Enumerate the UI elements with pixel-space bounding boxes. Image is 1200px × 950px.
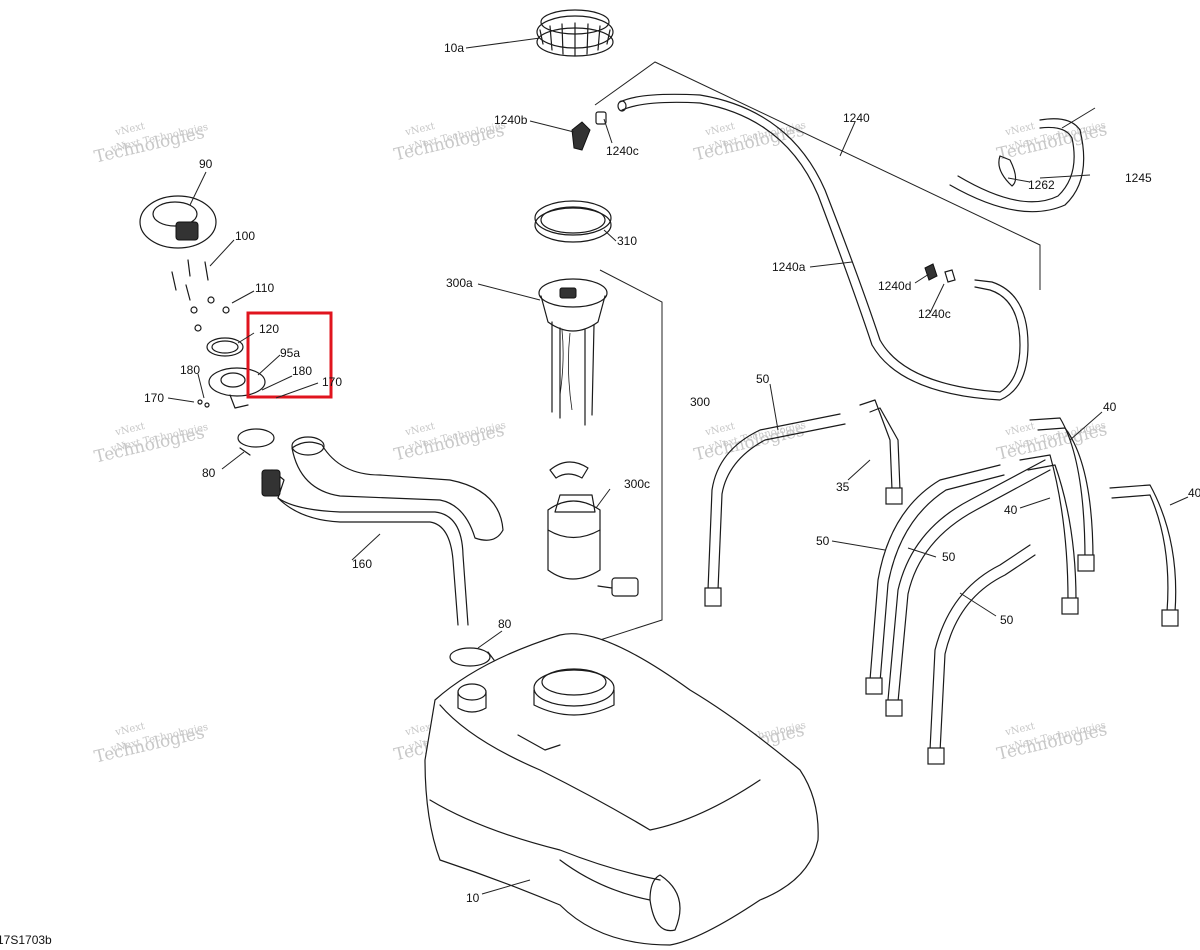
- callout-1240b: 1240b: [494, 113, 528, 127]
- vent-hose-bracket: [594, 61, 1041, 290]
- filler-hose: [261, 436, 504, 626]
- pump-assembly-bracket: [599, 269, 663, 641]
- callout-50-b: 50: [816, 534, 830, 548]
- vent-hose: [617, 93, 1029, 401]
- vent-valve-fitting: [571, 111, 607, 151]
- filler-gasket: [206, 337, 244, 357]
- callout-10a: 10a: [444, 41, 464, 55]
- filler-neck-flange: [208, 367, 266, 409]
- leader-lines: [167, 37, 1189, 895]
- callout-1240: 1240: [843, 111, 870, 125]
- callout-1262: 1262: [1028, 178, 1055, 192]
- hose-clamp-upper: [237, 428, 275, 456]
- callout-40-c: 40: [1188, 486, 1200, 500]
- watermark-group: vNext Technologies vNext Technologies: [92, 721, 209, 768]
- callout-180-a: 180: [292, 364, 312, 378]
- callout-310: 310: [617, 234, 637, 248]
- watermark-group: vNext Technologies vNext Technologies: [392, 420, 507, 465]
- vent-hose-fittings: [924, 263, 956, 283]
- callout-1240d: 1240d: [878, 279, 911, 293]
- fuel-pump-head: [538, 278, 608, 426]
- callout-170-a: 170: [322, 375, 342, 389]
- callout-1240c-low: 1240c: [918, 307, 951, 321]
- callout-1245: 1245: [1125, 171, 1152, 185]
- fuel-pump-body: [547, 461, 639, 597]
- highlight-box: [246, 311, 333, 399]
- tank-strap-50-lower: [927, 544, 1036, 765]
- callout-120: 120: [259, 322, 279, 336]
- callout-10: 10: [466, 891, 480, 905]
- tank-ring-nut: [536, 9, 614, 57]
- screws-and-washers: [171, 259, 230, 408]
- drawing-code: 17S1703b: [0, 933, 52, 947]
- callout-300a: 300a: [446, 276, 473, 290]
- hose-clamp-lower: [449, 647, 495, 667]
- tank-strap-40-b: [1109, 484, 1179, 627]
- tank-strap-middle: [865, 459, 1051, 717]
- callout-40-b: 40: [1004, 503, 1018, 517]
- tank-strap-35: [859, 399, 903, 505]
- pump-seal-ring: [534, 200, 612, 243]
- callout-95a: 95a: [280, 346, 300, 360]
- watermark-group: vNext Technologies vNext Technologies: [995, 120, 1109, 165]
- watermark-group: vNext Technologies vNext Technologies: [92, 121, 209, 168]
- fuel-tank: [424, 633, 819, 946]
- watermark-group: vNext Technologies vNext Technologies: [392, 120, 507, 165]
- callout-300c: 300c: [624, 477, 650, 491]
- callout-50-d: 50: [1000, 613, 1014, 627]
- callout-110: 110: [255, 281, 274, 295]
- callout-1240c-top: 1240c: [606, 144, 639, 158]
- vent-hose-bracket-2: [1061, 107, 1096, 129]
- watermark-group: vNext Technologies vNext Technologies: [692, 120, 807, 165]
- watermark-group: vNext Technologies vNext Technologies: [995, 720, 1109, 765]
- callout-90: 90: [199, 157, 213, 171]
- tank-strap-left: [704, 413, 846, 607]
- callout-80-a: 80: [202, 466, 216, 480]
- callout-160: 160: [352, 557, 372, 571]
- callout-170-b: 170: [144, 391, 164, 405]
- callout-80-b: 80: [498, 617, 512, 631]
- tank-strap-40-a: [1019, 417, 1095, 615]
- watermark-group: vNext Technologies vNext Technologies: [92, 421, 209, 468]
- callout-35: 35: [836, 480, 850, 494]
- fuel-cap: [139, 195, 217, 249]
- callout-180-b: 180: [180, 363, 200, 377]
- callout-40-a: 40: [1103, 400, 1117, 414]
- callout-100: 100: [235, 229, 255, 243]
- callout-50-c: 50: [942, 550, 956, 564]
- callout-300: 300: [690, 395, 710, 409]
- breather-hose: [949, 118, 1085, 213]
- callout-1240a: 1240a: [772, 260, 806, 274]
- callout-labels: 10a 1240b 1240c 1240 1245 1262 90 100 11…: [144, 41, 1200, 905]
- callout-50-a: 50: [756, 372, 770, 386]
